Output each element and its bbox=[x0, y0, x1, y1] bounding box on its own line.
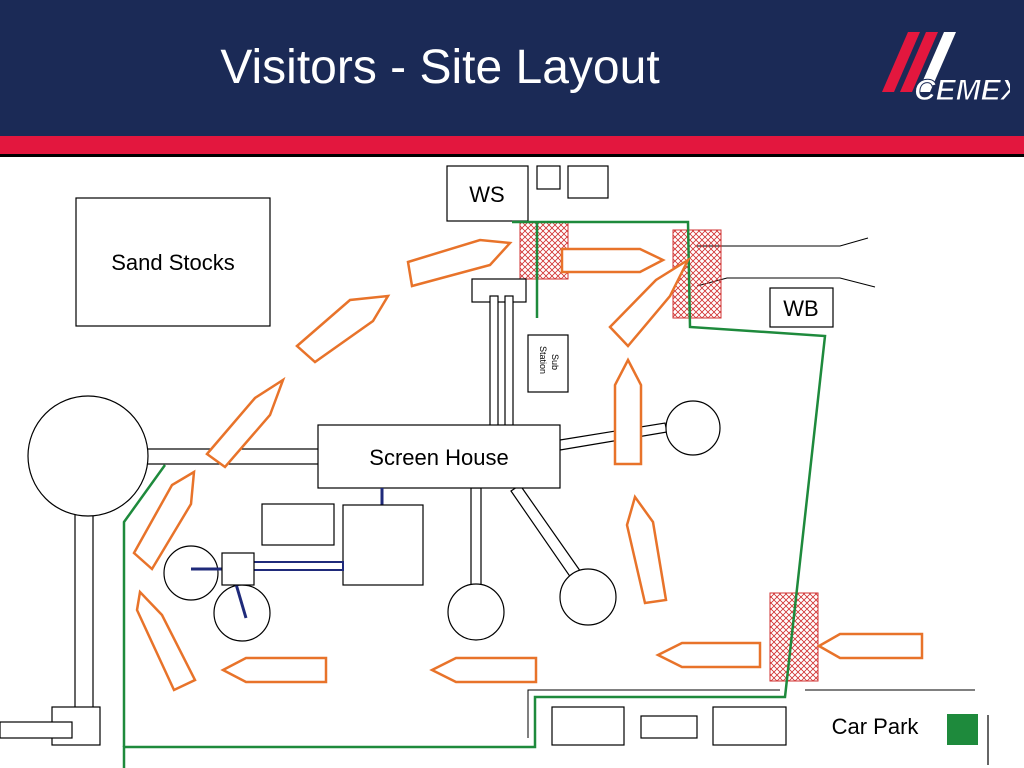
logo-text: CEMEX bbox=[914, 74, 1010, 107]
small-building-1 bbox=[536, 165, 561, 190]
sub-station-label-1: Sub bbox=[550, 354, 560, 370]
cemex-logo: CEMEX bbox=[882, 32, 1010, 108]
sub-station-label-2: Station bbox=[538, 346, 548, 374]
ws-box bbox=[446, 165, 529, 222]
conveyor-head bbox=[471, 278, 527, 303]
silo-bottom-2 bbox=[559, 568, 617, 626]
silo-right bbox=[665, 400, 721, 456]
route-arrow bbox=[816, 632, 924, 660]
road-line-upper bbox=[697, 237, 869, 247]
walkway-left bbox=[122, 464, 167, 747]
bottom-building-3 bbox=[712, 706, 787, 746]
conveyor-leg-2 bbox=[504, 295, 514, 427]
bottom-road bbox=[527, 689, 975, 738]
route-arrow bbox=[655, 641, 762, 669]
silo-stand bbox=[74, 504, 94, 711]
silo-bottom-1 bbox=[447, 583, 505, 641]
bottom-left-inner bbox=[0, 721, 73, 739]
ws-label: WS bbox=[469, 182, 504, 207]
route-arrow bbox=[625, 494, 668, 605]
red-stripe bbox=[0, 136, 1024, 154]
car-park-label: Car Park bbox=[832, 714, 920, 739]
conveyor-right bbox=[559, 422, 668, 451]
plant-silo-2 bbox=[213, 584, 271, 642]
conveyor-leg-1 bbox=[489, 295, 499, 427]
route-arrow bbox=[613, 357, 643, 466]
page-title: Visitors - Site Layout bbox=[220, 41, 660, 94]
sand-stocks-label: Sand Stocks bbox=[111, 250, 235, 275]
plant-box-large bbox=[342, 504, 424, 586]
screen-house-box bbox=[317, 424, 561, 489]
route-arrow bbox=[205, 376, 286, 469]
route-arrow bbox=[135, 589, 197, 692]
screen-house-label: Screen House bbox=[369, 445, 508, 470]
route-arrows bbox=[132, 238, 924, 692]
divider-line bbox=[0, 154, 1024, 157]
car-park-marker bbox=[947, 714, 978, 745]
sub-station-box bbox=[527, 334, 569, 393]
route-arrow bbox=[220, 656, 328, 684]
bottom-building-2 bbox=[640, 715, 698, 739]
small-building-2 bbox=[567, 165, 609, 199]
plant-box-small bbox=[261, 503, 335, 546]
route-arrow bbox=[429, 656, 538, 684]
big-silo bbox=[27, 395, 149, 517]
bottom-building-1 bbox=[551, 706, 625, 746]
header-banner bbox=[0, 0, 1024, 136]
blue-conveyor-link bbox=[251, 561, 344, 571]
plant-silo-1 bbox=[163, 545, 219, 601]
wb-box bbox=[769, 287, 834, 328]
plant-hopper bbox=[221, 552, 255, 586]
route-arrow bbox=[608, 256, 692, 348]
wb-label: WB bbox=[783, 296, 818, 321]
road-line-lower bbox=[696, 277, 876, 288]
route-arrow bbox=[406, 238, 513, 288]
walkway-main bbox=[122, 220, 827, 768]
route-arrow bbox=[132, 469, 196, 571]
sand-stocks-box bbox=[75, 197, 271, 327]
route-arrow bbox=[295, 294, 391, 364]
route-arrow bbox=[560, 247, 666, 274]
blue-line-silo2 bbox=[234, 583, 248, 619]
site-layout-diagram: Sand Stocks WS WB Sub Station Screen Hou… bbox=[0, 165, 989, 768]
